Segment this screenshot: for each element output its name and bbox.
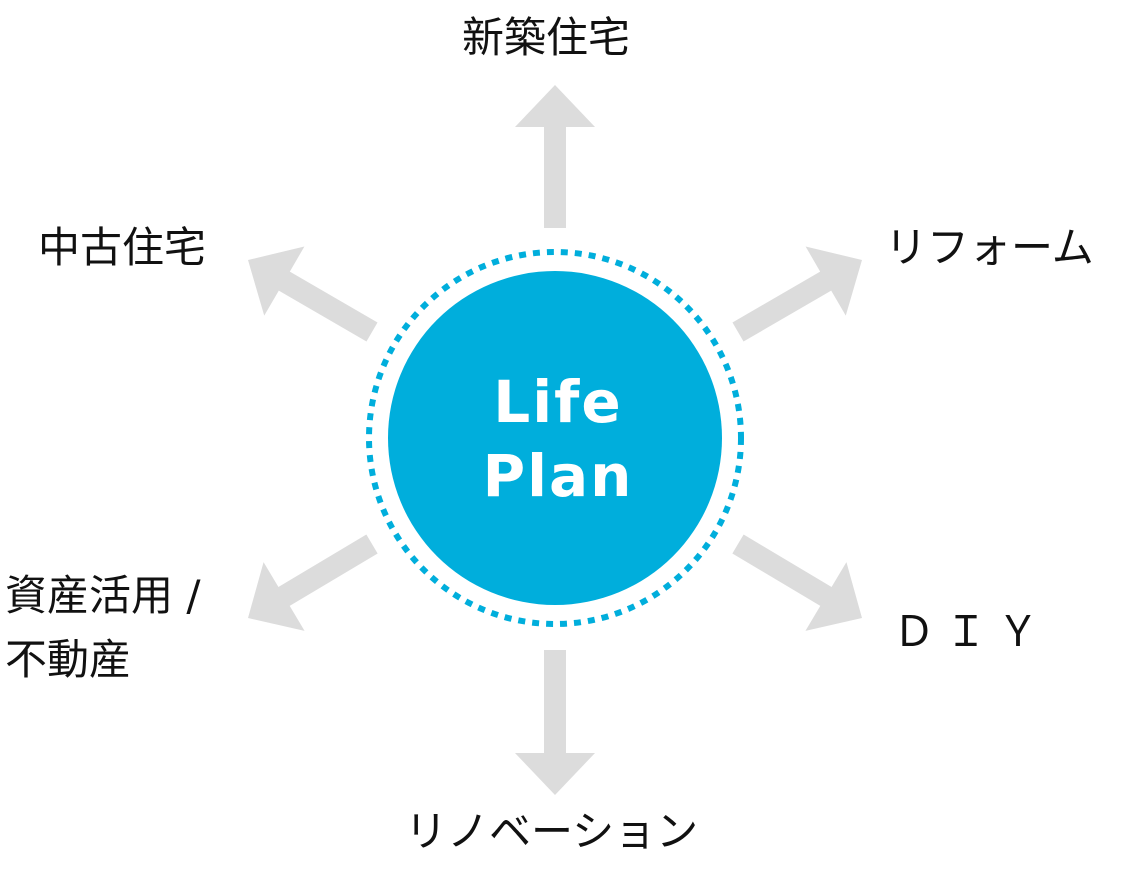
center-circle — [388, 271, 722, 605]
arrow-upper-left-icon — [248, 246, 378, 342]
label-diy: ＤＩＹ — [893, 607, 1050, 656]
arrow-upper-right-icon — [732, 246, 862, 342]
label-reform: リフォーム — [885, 223, 1094, 272]
dotted-ring — [366, 249, 744, 627]
center-title-line2: Plan — [483, 442, 634, 510]
arrow-lower-left-icon — [248, 534, 378, 631]
label-asset-use: 資産活用 / — [5, 571, 201, 620]
arrow-lower-right-icon — [732, 534, 862, 631]
label-used-house: 中古住宅 — [38, 223, 207, 272]
label-new-house: 新築住宅 — [462, 13, 631, 62]
label-renovation: リノベーション — [405, 807, 699, 856]
label-real-estate: 不動産 — [5, 635, 132, 684]
arrow-top-icon — [515, 85, 595, 228]
center-title-line1: Life — [493, 368, 622, 436]
arrow-bottom-icon — [515, 650, 595, 795]
